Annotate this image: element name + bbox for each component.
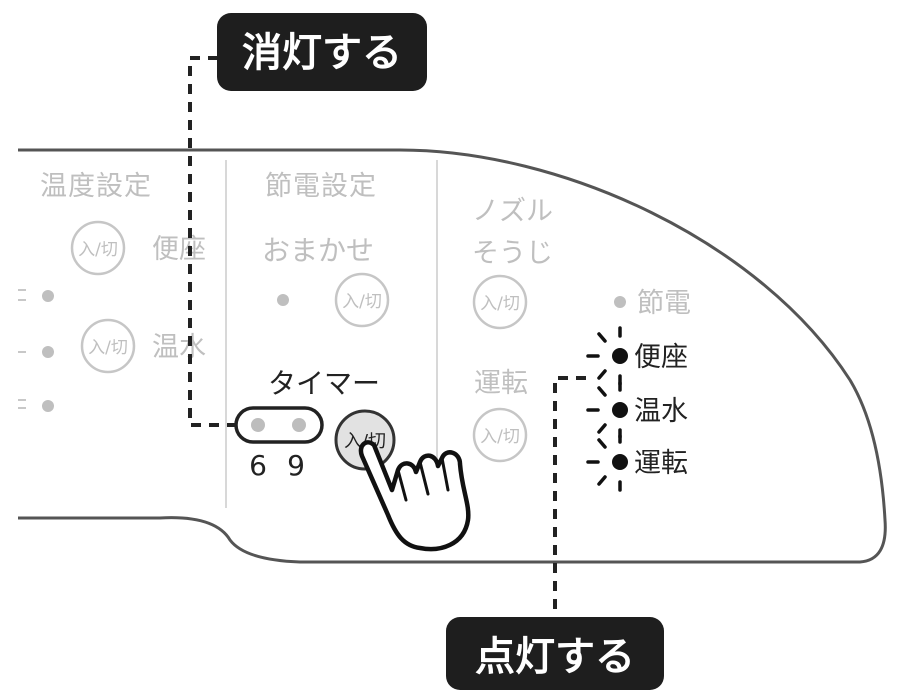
temperature-seat-button[interactable]: 入/切: [70, 220, 126, 276]
timer-title: タイマー: [268, 367, 380, 400]
timer-hour-9: 9: [287, 449, 305, 482]
button-label: 入/切: [480, 294, 520, 314]
indicator-label-water: 温水: [634, 396, 688, 427]
indicator-label-power-saving: 節電: [637, 288, 691, 319]
button-label: 入/切: [78, 240, 118, 260]
button-label: 入/切: [88, 338, 128, 358]
button-label: 入/切: [480, 427, 520, 447]
indicator-led-power-saving: [614, 296, 626, 308]
temperature-seat-label: 便座: [152, 234, 206, 265]
temperature-water-button[interactable]: 入/切: [80, 318, 136, 374]
indicator-label-seat: 便座: [634, 342, 688, 373]
leader-line-on: [553, 376, 586, 618]
button-label: 入/切: [342, 292, 382, 312]
nozzle-title-line1: ノズル: [472, 196, 553, 227]
callout-off-badge: 消灯する: [217, 13, 427, 91]
indicator-operation: 運転: [586, 434, 688, 492]
indicator-label-operation: 運転: [634, 448, 688, 479]
callout-on-badge: 点灯する: [446, 617, 664, 690]
temperature-title: 温度設定: [40, 171, 152, 202]
temperature-level-leds: [18, 289, 54, 412]
power-saving-title: 節電設定: [265, 171, 377, 202]
indicator-seat: 便座: [586, 326, 688, 386]
power-saving-button[interactable]: 入/切: [334, 272, 390, 328]
operation-title: 運転: [474, 368, 528, 399]
power-saving-auto-label: おまかせ: [262, 234, 374, 267]
blink-rays-icon: [586, 434, 622, 492]
power-saving-led: [277, 294, 289, 306]
indicator-water: 温水: [586, 381, 688, 439]
temperature-water-label: 温水: [152, 332, 206, 363]
leader-line-off: [188, 56, 236, 427]
timer-hour-6: 6: [249, 449, 267, 482]
panel-outline: [18, 148, 887, 564]
operation-button[interactable]: 入/切: [472, 407, 528, 463]
nozzle-title-line2: そうじ: [472, 238, 553, 269]
nozzle-clean-button[interactable]: 入/切: [472, 274, 528, 330]
timer-led-group: [234, 406, 324, 444]
callout-on-label: 点灯する: [475, 634, 635, 680]
callout-off-label: 消灯する: [242, 30, 402, 76]
hand-pointer-icon: [358, 440, 471, 552]
